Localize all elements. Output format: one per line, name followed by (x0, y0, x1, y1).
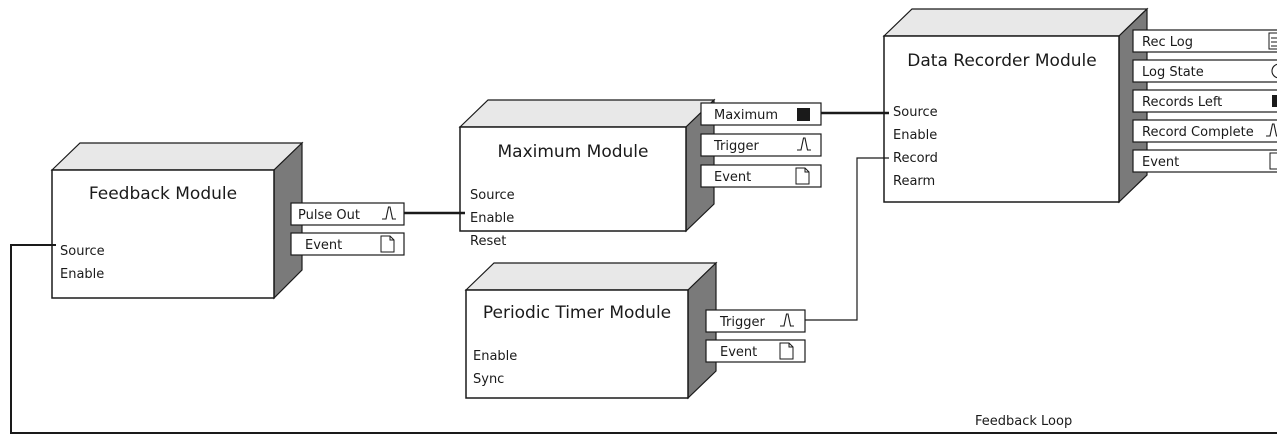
port-label: Event (305, 238, 342, 253)
port-box (1132, 29, 1277, 53)
module-front-face (459, 126, 687, 232)
pulse-icon (1266, 123, 1277, 137)
input-port-enable[interactable]: Enable (473, 349, 517, 364)
module-title: Feedback Module (89, 184, 237, 204)
document-icon (779, 342, 794, 360)
periodic-timer-module[interactable]: Periodic Timer Module Enable Sync (464, 261, 718, 400)
module-front-face (883, 35, 1120, 203)
output-port-event[interactable]: Event (1132, 149, 1277, 173)
document-icon (795, 167, 810, 185)
output-port-event[interactable]: Event (705, 339, 806, 363)
circle-icon (1271, 63, 1277, 79)
output-port-trigger[interactable]: Trigger (700, 133, 822, 157)
module-front-face (51, 169, 275, 299)
output-port-maximum[interactable]: Maximum (700, 102, 822, 126)
output-port-records-left[interactable]: Records Left (1132, 89, 1277, 113)
square-icon (797, 108, 810, 121)
port-label: Trigger (719, 315, 765, 330)
port-box (1132, 59, 1277, 83)
input-port-source[interactable]: Source (470, 188, 515, 203)
output-port-trigger[interactable]: Trigger (705, 309, 806, 333)
output-port-rec-log[interactable]: Rec Log (1132, 29, 1277, 53)
input-port-sync[interactable]: Sync (473, 372, 504, 387)
module-title: Periodic Timer Module (483, 303, 671, 323)
port-label: Log State (1142, 65, 1204, 80)
pulse-icon (780, 313, 794, 327)
module-top-face (464, 262, 718, 291)
port-box (1132, 119, 1277, 143)
input-port-record[interactable]: Record (893, 151, 938, 166)
port-box (290, 232, 405, 256)
module-title: Data Recorder Module (907, 51, 1096, 71)
document-icon (1269, 152, 1277, 170)
connection-trigger-to-record (805, 157, 889, 321)
port-label: Record Complete (1142, 125, 1254, 140)
log-icon (1268, 32, 1277, 50)
port-label: Rec Log (1142, 35, 1193, 50)
output-port-event[interactable]: Event (700, 164, 822, 188)
input-port-source[interactable]: Source (893, 105, 938, 120)
pulse-icon (797, 137, 811, 151)
output-port-event[interactable]: Event (290, 232, 405, 256)
port-label: Event (714, 170, 751, 185)
feedback-module[interactable]: Feedback Module Source Enable (50, 141, 304, 300)
port-label: Event (720, 345, 757, 360)
input-port-enable[interactable]: Enable (893, 128, 937, 143)
module-top-face (882, 8, 1149, 37)
input-port-rearm[interactable]: Rearm (893, 174, 935, 189)
module-top-face (50, 142, 304, 171)
module-title: Maximum Module (498, 142, 649, 162)
data-recorder-module[interactable]: Data Recorder Module Source Enable Recor… (882, 7, 1149, 204)
output-port-record-complete[interactable]: Record Complete (1132, 119, 1277, 143)
pulse-icon (382, 206, 396, 220)
feedback-loop-label: Feedback Loop (975, 414, 1072, 429)
port-label: Records Left (1142, 95, 1222, 110)
module-front-face (465, 289, 689, 399)
maximum-module[interactable]: Maximum Module Source Enable Reset (458, 98, 716, 249)
port-box (1132, 89, 1277, 113)
document-icon (380, 235, 395, 253)
port-box (700, 133, 822, 157)
input-port-source[interactable]: Source (60, 244, 105, 259)
port-box (1132, 149, 1277, 173)
port-label: Event (1142, 155, 1179, 170)
port-label: Pulse Out (298, 208, 360, 223)
square-icon (1272, 95, 1277, 107)
feedback-loop-line (10, 244, 1277, 434)
input-port-enable[interactable]: Enable (60, 267, 104, 282)
port-label: Maximum (714, 108, 778, 123)
output-port-pulse-out[interactable]: Pulse Out (290, 202, 405, 226)
input-port-reset[interactable]: Reset (470, 234, 506, 249)
input-port-enable[interactable]: Enable (470, 211, 514, 226)
output-port-log-state[interactable]: Log State (1132, 59, 1277, 83)
port-box (700, 164, 822, 188)
module-top-face (458, 99, 716, 128)
port-label: Trigger (713, 139, 759, 154)
